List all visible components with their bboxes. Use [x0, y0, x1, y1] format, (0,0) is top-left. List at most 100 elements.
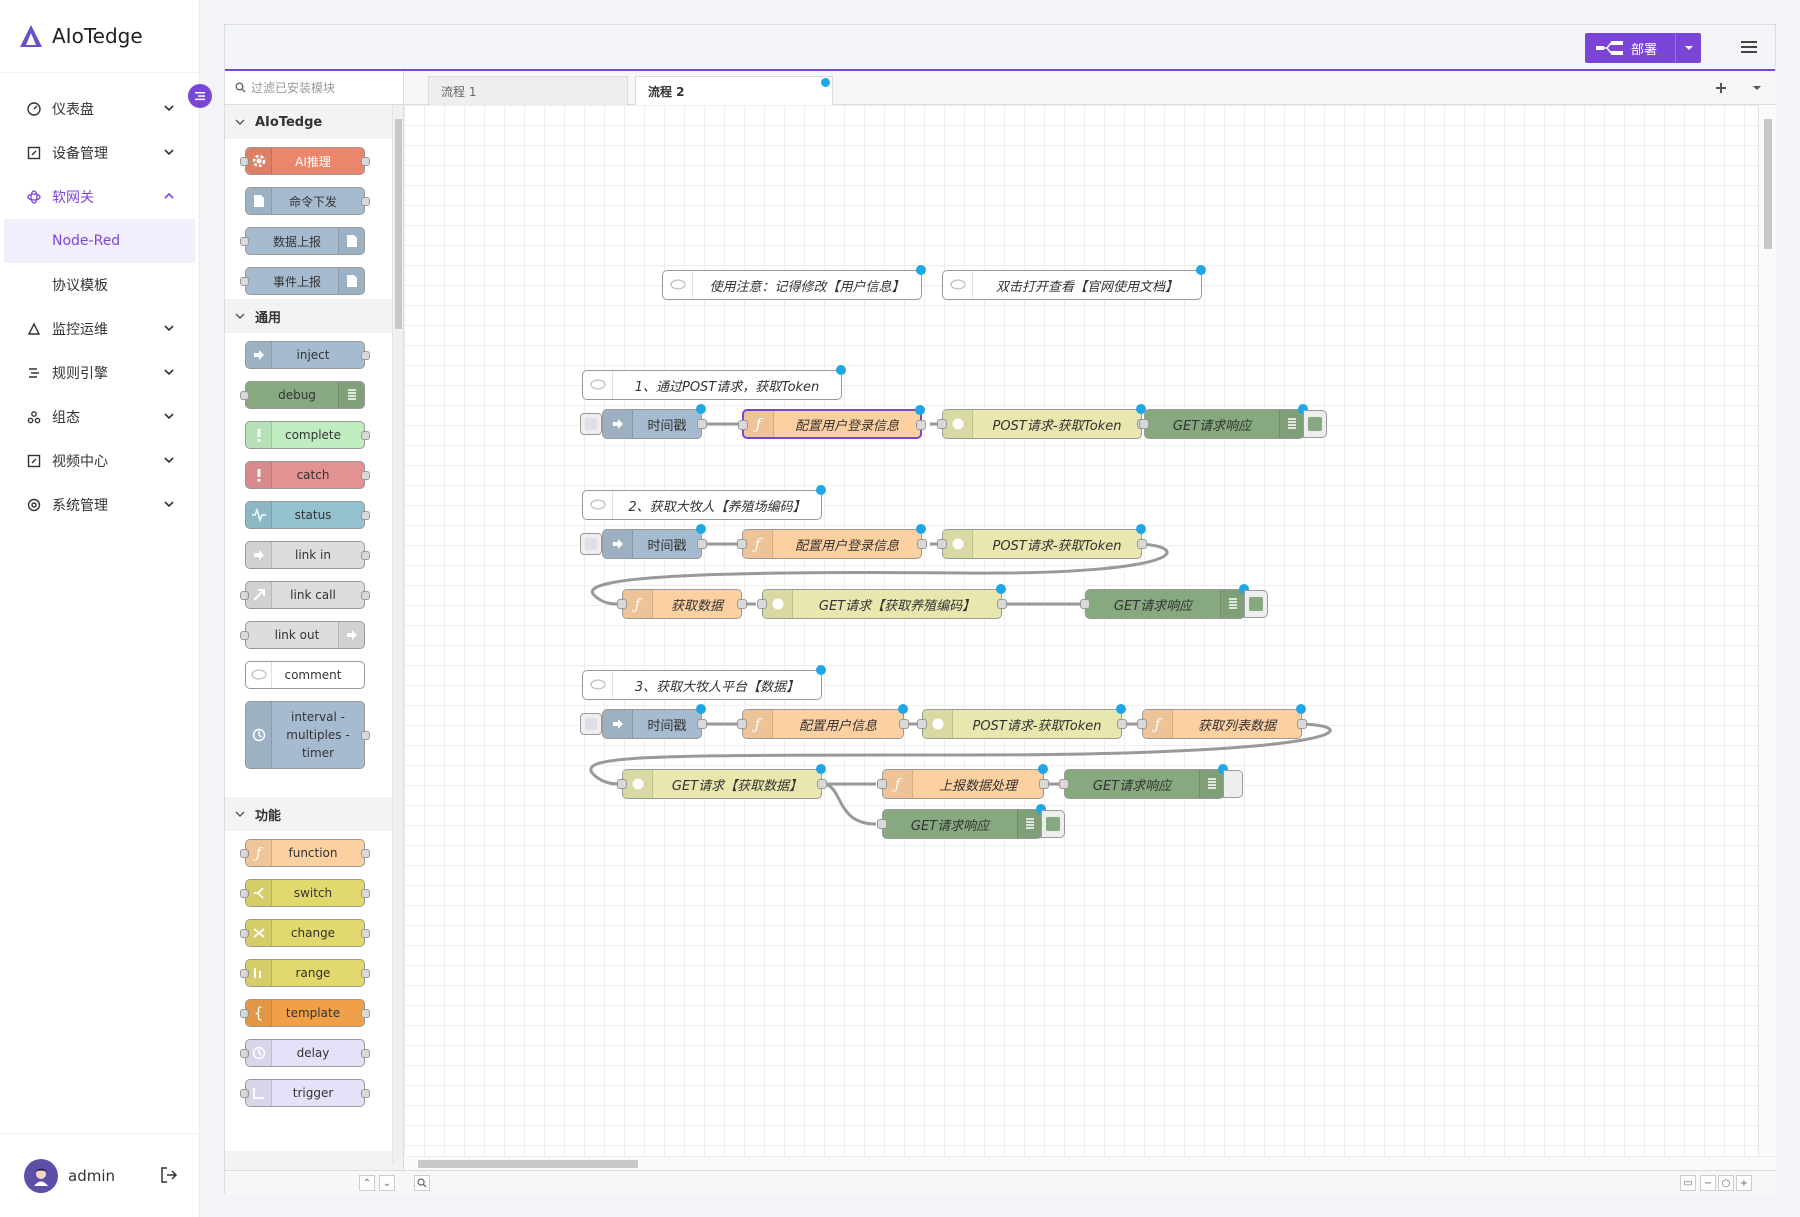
comment-icon — [943, 271, 973, 299]
palette-scrollbar[interactable] — [392, 105, 403, 1165]
palette-category-aiotedge[interactable]: AIoTedge — [225, 105, 393, 139]
inject-node[interactable]: 时间戳 — [602, 404, 707, 439]
inject-trigger-button[interactable] — [580, 713, 602, 735]
function-icon: ƒ — [246, 840, 272, 866]
http-request-node[interactable]: GET请求【获取数据】 — [617, 764, 827, 799]
palette-category-function[interactable]: 功能 — [225, 797, 393, 831]
function-icon: ƒ — [744, 410, 774, 438]
http-request-node[interactable]: POST请求-获取Token — [937, 404, 1147, 439]
debug-toggle-button[interactable] — [1041, 810, 1065, 838]
comment-node[interactable]: 双击打开查看【官网使用文档】 — [942, 265, 1206, 300]
sidebar-item-video[interactable]: 视频中心 — [0, 439, 199, 483]
palette-node-change[interactable]: change — [240, 919, 370, 947]
palette-category-common[interactable]: 通用 — [225, 299, 393, 333]
exclamation-icon — [246, 422, 272, 448]
expand-all-icon[interactable]: ⌄ — [379, 1175, 395, 1191]
chevron-down-icon — [164, 149, 174, 156]
deploy-button[interactable]: 部署 — [1585, 33, 1701, 63]
palette-node-data-report[interactable]: 数据上报 — [240, 227, 365, 255]
add-tab-icon[interactable] — [1714, 81, 1728, 95]
comment-node[interactable]: 3、获取大牧人平台【数据】 — [582, 665, 826, 700]
palette-node-comment[interactable]: comment — [245, 661, 365, 689]
comment-node[interactable]: 2、获取大牧人【养殖场编码】 — [582, 485, 826, 520]
palette-node-interval[interactable]: interval - multiples - timer — [245, 701, 370, 769]
palette-node-link-out[interactable]: link out — [240, 621, 365, 649]
main-menu-icon[interactable] — [1739, 37, 1759, 57]
sidebar-item-device[interactable]: 设备管理 — [0, 131, 199, 175]
debug-node[interactable]: GET请求响应 — [1080, 584, 1249, 619]
sidebar-item-rules[interactable]: 规则引擎 — [0, 351, 199, 395]
palette-node-catch[interactable]: catch — [245, 461, 370, 489]
palette-node-ai[interactable]: AI推理 — [240, 147, 370, 175]
link-in-icon — [246, 542, 272, 568]
palette-node-complete[interactable]: complete — [245, 421, 370, 449]
palette-filter-input[interactable]: 过滤已安装模块 — [225, 71, 403, 105]
palette-node-debug[interactable]: debug — [240, 381, 365, 409]
palette-node-range[interactable]: range — [240, 959, 370, 987]
zoom-reset-icon[interactable]: ○ — [1718, 1175, 1734, 1191]
palette-node-link-in[interactable]: link in — [245, 541, 370, 569]
comment-node[interactable]: 1、通过POST请求，获取Token — [582, 365, 846, 400]
inject-node[interactable]: 时间戳 — [602, 704, 707, 739]
map-icon[interactable]: ▭ — [1680, 1175, 1696, 1191]
search-icon[interactable] — [414, 1175, 430, 1191]
palette-node-switch[interactable]: switch — [240, 879, 370, 907]
debug-toggle-button[interactable] — [1223, 770, 1243, 798]
deploy-dropdown-button[interactable] — [1675, 33, 1701, 63]
debug-toggle-button[interactable] — [1303, 410, 1327, 438]
submenu-item-protocol-template[interactable]: 协议模板 — [52, 278, 108, 294]
flow-canvas[interactable]: 使用注意：记得修改【用户信息】 双击打开查看【官网使用文档】 1、通过POST请… — [404, 105, 1776, 1163]
logo-icon — [20, 25, 42, 47]
inject-trigger-button[interactable] — [580, 413, 602, 435]
palette-node-inject[interactable]: inject — [245, 341, 370, 369]
palette-node-command[interactable]: 命令下发 — [245, 187, 370, 215]
debug-node[interactable]: GET请求响应 — [1139, 404, 1308, 439]
link-call-icon — [246, 582, 272, 608]
canvas-vertical-scrollbar[interactable] — [1758, 105, 1776, 1163]
arrow-right-icon — [246, 342, 272, 368]
sidebar-item-dashboard[interactable]: 仪表盘 — [0, 87, 199, 131]
sidebar-item-config[interactable]: 组态 — [0, 395, 199, 439]
debug-node[interactable]: GET请求响应 — [877, 804, 1046, 839]
function-icon: ƒ — [883, 770, 913, 798]
brand[interactable]: AIoTedge — [0, 0, 199, 73]
palette-node-trigger[interactable]: trigger — [240, 1079, 370, 1107]
sidebar-item-monitor[interactable]: 监控运维 — [0, 307, 199, 351]
tab-flow-1[interactable]: 流程 1 — [428, 76, 628, 106]
debug-node[interactable]: GET请求响应 — [1059, 764, 1228, 799]
logout-icon[interactable] — [160, 1166, 178, 1184]
inject-node[interactable]: 时间戳 — [602, 524, 707, 559]
http-request-node[interactable]: POST请求-获取Token — [917, 704, 1127, 739]
sidebar-item-label: 视频中心 — [52, 454, 108, 470]
http-request-node[interactable]: POST请求-获取Token — [937, 524, 1147, 559]
palette-node-link-call[interactable]: link call — [240, 581, 370, 609]
deploy-icon — [1596, 41, 1623, 55]
submenu-item-node-red[interactable]: Node-Red — [4, 219, 195, 263]
palette-node-template[interactable]: {template — [240, 999, 370, 1027]
zoom-in-icon[interactable]: + — [1736, 1175, 1752, 1191]
sidebar-item-gateway[interactable]: 软网关 — [0, 175, 199, 219]
collapse-sidebar-button[interactable] — [188, 84, 212, 108]
http-request-node[interactable]: GET请求【获取养殖编码】 — [757, 584, 1007, 619]
inject-trigger-button[interactable] — [580, 533, 602, 555]
collapse-all-icon[interactable]: ⌃ — [359, 1175, 375, 1191]
palette-node-event-report[interactable]: 事件上报 — [240, 267, 365, 295]
zoom-out-icon[interactable]: − — [1700, 1175, 1716, 1191]
palette-node-status[interactable]: status — [245, 501, 370, 529]
palette-node-delay[interactable]: delay — [240, 1039, 370, 1067]
debug-toggle-button[interactable] — [1244, 590, 1268, 618]
tab-flow-2[interactable]: 流程 2 — [635, 76, 833, 106]
avatar[interactable] — [24, 1158, 58, 1193]
chevron-down-icon[interactable] — [1752, 83, 1762, 93]
sidebar-item-system[interactable]: 系统管理 — [0, 483, 199, 527]
rules-icon — [26, 365, 42, 381]
comment-node[interactable]: 使用注意：记得修改【用户信息】 — [662, 265, 926, 300]
canvas-horizontal-scrollbar[interactable] — [404, 1156, 1776, 1170]
